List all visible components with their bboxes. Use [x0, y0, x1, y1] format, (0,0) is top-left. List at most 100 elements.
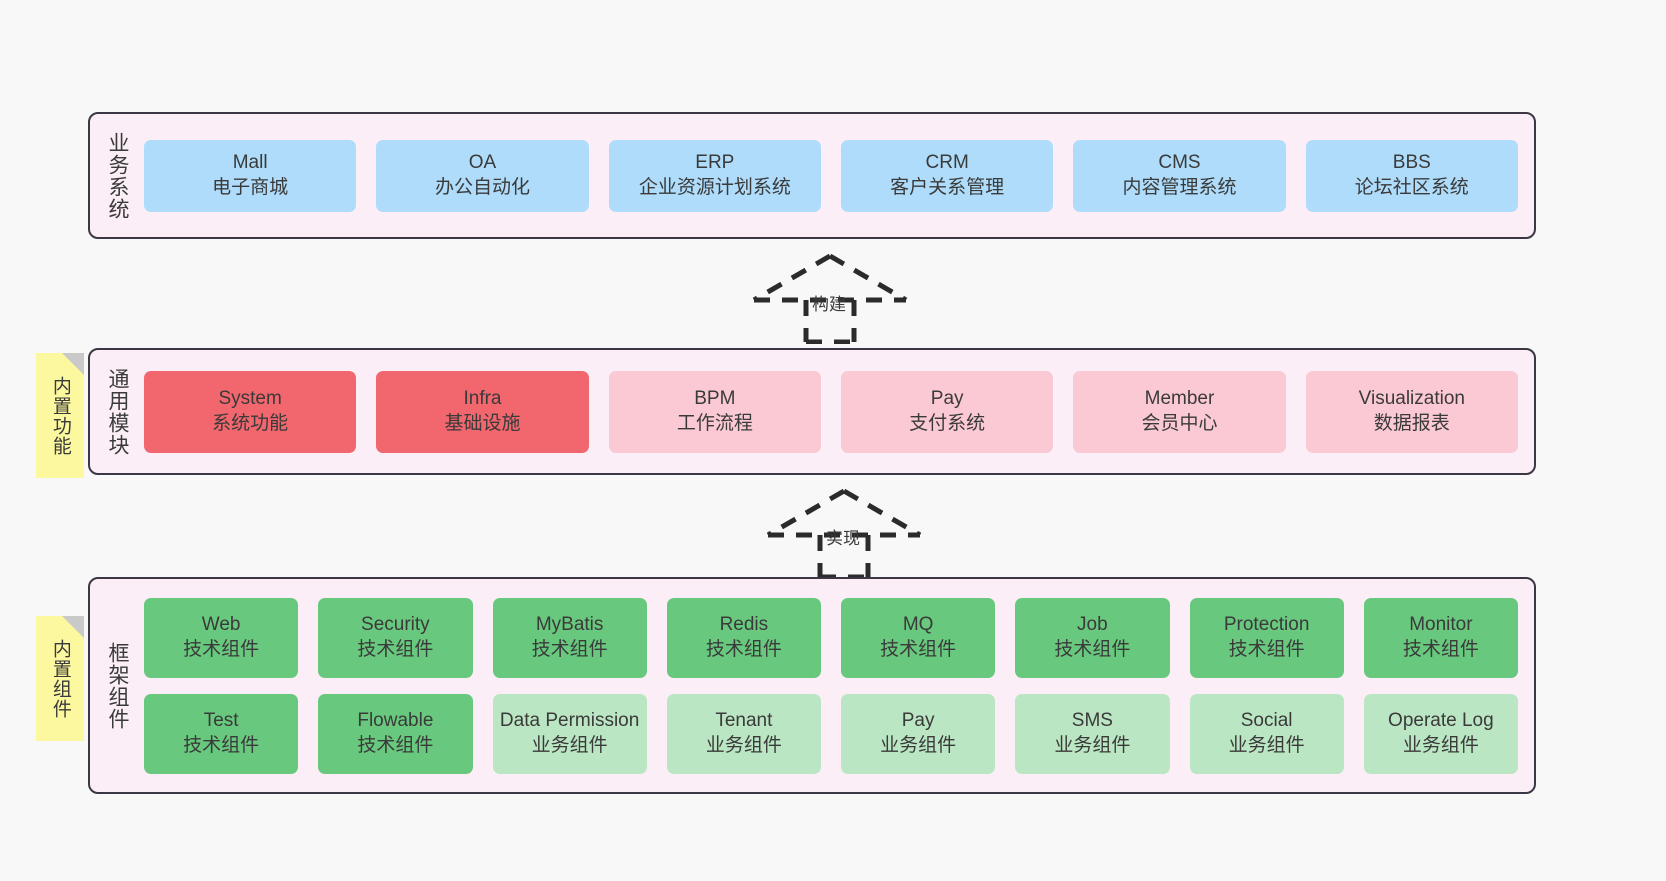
card-title: BPM [694, 388, 736, 410]
card-title: Security [361, 614, 430, 636]
card-title: Mall [232, 152, 268, 174]
card-subtitle: 论坛社区系统 [1354, 176, 1469, 198]
card-title: Pay [901, 710, 935, 732]
card-subtitle: 电子商城 [212, 176, 289, 198]
note-builtin-components-label: 内置组件 [49, 638, 71, 719]
card-subtitle: 技术组件 [357, 638, 434, 660]
card-subtitle: 技术组件 [357, 734, 434, 756]
card-subtitle: 技术组件 [183, 734, 260, 756]
card-subtitle: 企业资源计划系统 [638, 176, 791, 198]
card-title: Test [203, 710, 239, 732]
card-subtitle: 技术组件 [705, 638, 782, 660]
note-builtin-functions: 内置功能 [36, 353, 84, 478]
card-subtitle: 数据报表 [1373, 412, 1450, 434]
card-subtitle: 业务组件 [880, 734, 957, 756]
arrow-implement-label: 实现 [826, 529, 860, 548]
card-title: SMS [1071, 710, 1113, 732]
card-title: CRM [925, 152, 969, 174]
card-title: System [218, 388, 282, 410]
note-builtin-components: 内置组件 [36, 616, 84, 741]
card-subtitle: 技术组件 [1228, 638, 1305, 660]
card-title: MQ [902, 614, 934, 636]
card-title: CMS [1158, 152, 1201, 174]
card-title: Member [1144, 388, 1215, 410]
card-subtitle: 技术组件 [1402, 638, 1479, 660]
card-title: Pay [930, 388, 964, 410]
card-title: Job [1077, 614, 1108, 636]
card-title: MyBatis [535, 614, 604, 636]
card-title: Data Permission [499, 710, 640, 732]
card-title: Web [201, 614, 241, 636]
card-subtitle: 业务组件 [531, 734, 608, 756]
card-title: Redis [719, 614, 769, 636]
card-subtitle: 技术组件 [1054, 638, 1131, 660]
card-subtitle: 基础设施 [444, 412, 521, 434]
card-subtitle: 工作流程 [676, 412, 753, 434]
card-title: Visualization [1358, 388, 1465, 410]
card-subtitle: 技术组件 [880, 638, 957, 660]
card-title: ERP [695, 152, 735, 174]
card-title: Infra [463, 388, 502, 410]
card-subtitle: 技术组件 [531, 638, 608, 660]
card-title: Operate Log [1388, 710, 1494, 732]
layer-title-framework-components: 框架组件 [105, 641, 129, 730]
card-subtitle: 会员中心 [1141, 412, 1218, 434]
card-title: OA [468, 152, 497, 174]
card-subtitle: 业务组件 [1228, 734, 1305, 756]
card-subtitle: 业务组件 [1402, 734, 1479, 756]
card-subtitle: 支付系统 [909, 412, 986, 434]
card-subtitle: 办公自动化 [434, 176, 530, 198]
card-title: Social [1240, 710, 1293, 732]
note-fold-corner-icon [62, 353, 84, 375]
card-title: Protection [1223, 614, 1310, 636]
arrow-build-label: 构建 [812, 295, 846, 314]
card-subtitle: 技术组件 [183, 638, 260, 660]
card-title: Monitor [1409, 614, 1473, 636]
card-title: Flowable [357, 710, 434, 732]
layer-title-business-systems: 业务系统 [105, 131, 129, 220]
card-subtitle: 系统功能 [212, 412, 289, 434]
card-title: Tenant [715, 710, 773, 732]
layer-title-common-modules: 通用模块 [105, 367, 129, 456]
note-builtin-functions-label: 内置功能 [49, 375, 71, 456]
